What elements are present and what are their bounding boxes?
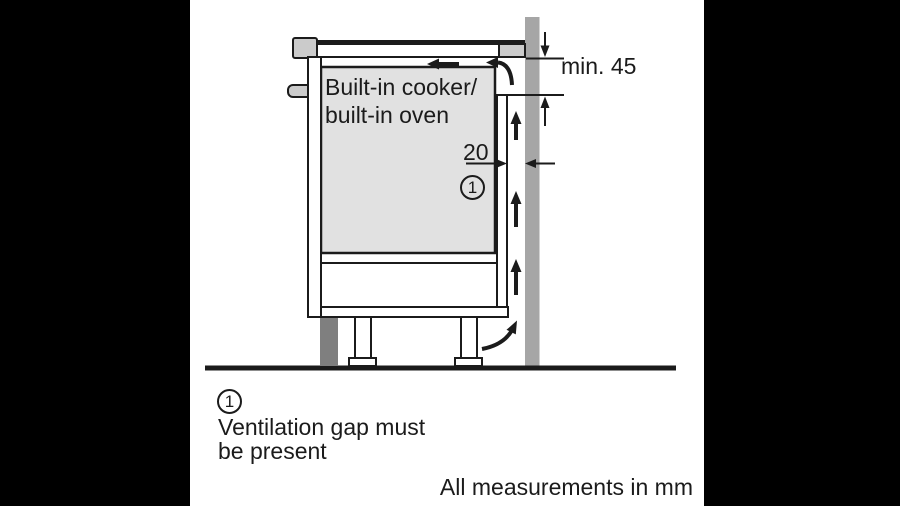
- vent-slot-band: [307, 252, 498, 264]
- footnote-text: Ventilation gap must be present: [218, 414, 538, 464]
- dim-20-arrow-right-icon: [496, 159, 507, 168]
- letterbox-left: [0, 0, 190, 506]
- drawer-compartment: [320, 262, 498, 308]
- footnote-line2: be present: [218, 437, 327, 464]
- appliance-label-line2: built-in oven: [325, 102, 450, 128]
- footnote-line1: Ventilation gap must: [218, 414, 426, 440]
- dimension-20-label: 20: [463, 139, 489, 165]
- cabinet-rear-panel: [496, 94, 508, 308]
- plinth-panel: [320, 317, 338, 366]
- airflow-curved-bottom-arrow-icon: [506, 320, 517, 335]
- airflow-up-arrow-1-icon: [510, 111, 522, 124]
- units-note: All measurements in mm: [439, 474, 693, 500]
- cabinet-foot-left: [348, 357, 377, 367]
- cabinet-bottom-panel: [320, 306, 509, 318]
- worktop-left-block: [292, 37, 318, 59]
- airflow-curved-top-arrow-icon: [486, 57, 498, 68]
- airflow-up-arrow-2-icon: [510, 191, 522, 204]
- dim-min45-arrow-up-icon: [540, 96, 550, 108]
- wall-section: [525, 17, 540, 366]
- callout-1-marker-diagram: 1: [460, 175, 485, 200]
- airflow-curved-bottom-arrow-shaft: [481, 329, 514, 351]
- appliance-label: Built-in cooker/ built-in oven: [325, 73, 477, 129]
- airflow-curved-top-arrow-shaft: [497, 60, 514, 86]
- cabinet-leg-right: [460, 316, 478, 360]
- dim-min45-arrow-down-icon: [540, 45, 550, 57]
- cabinet-leg-left: [354, 316, 372, 360]
- cabinet-foot-right: [454, 357, 483, 367]
- dimension-min45-label: min. 45: [561, 53, 637, 79]
- hob-surface: [316, 40, 525, 44]
- airflow-up-arrow-3-icon: [510, 259, 522, 272]
- hob-body: [316, 43, 500, 58]
- floor-line: [205, 365, 676, 371]
- oven-body: [319, 65, 497, 255]
- callout-1-marker-footnote: 1: [217, 389, 242, 414]
- worktop-right-block: [498, 43, 526, 58]
- airflow-left-arrow-icon: [427, 58, 439, 70]
- letterbox-right: [704, 0, 900, 506]
- appliance-label-line1: Built-in cooker/: [325, 74, 478, 100]
- dim-20-arrow-left-icon: [525, 159, 536, 168]
- diagram-drawing: [205, 17, 676, 371]
- oven-door-panel: [307, 56, 322, 318]
- installation-diagram: Built-in cooker/ built-in oven min. 45 2…: [190, 0, 704, 506]
